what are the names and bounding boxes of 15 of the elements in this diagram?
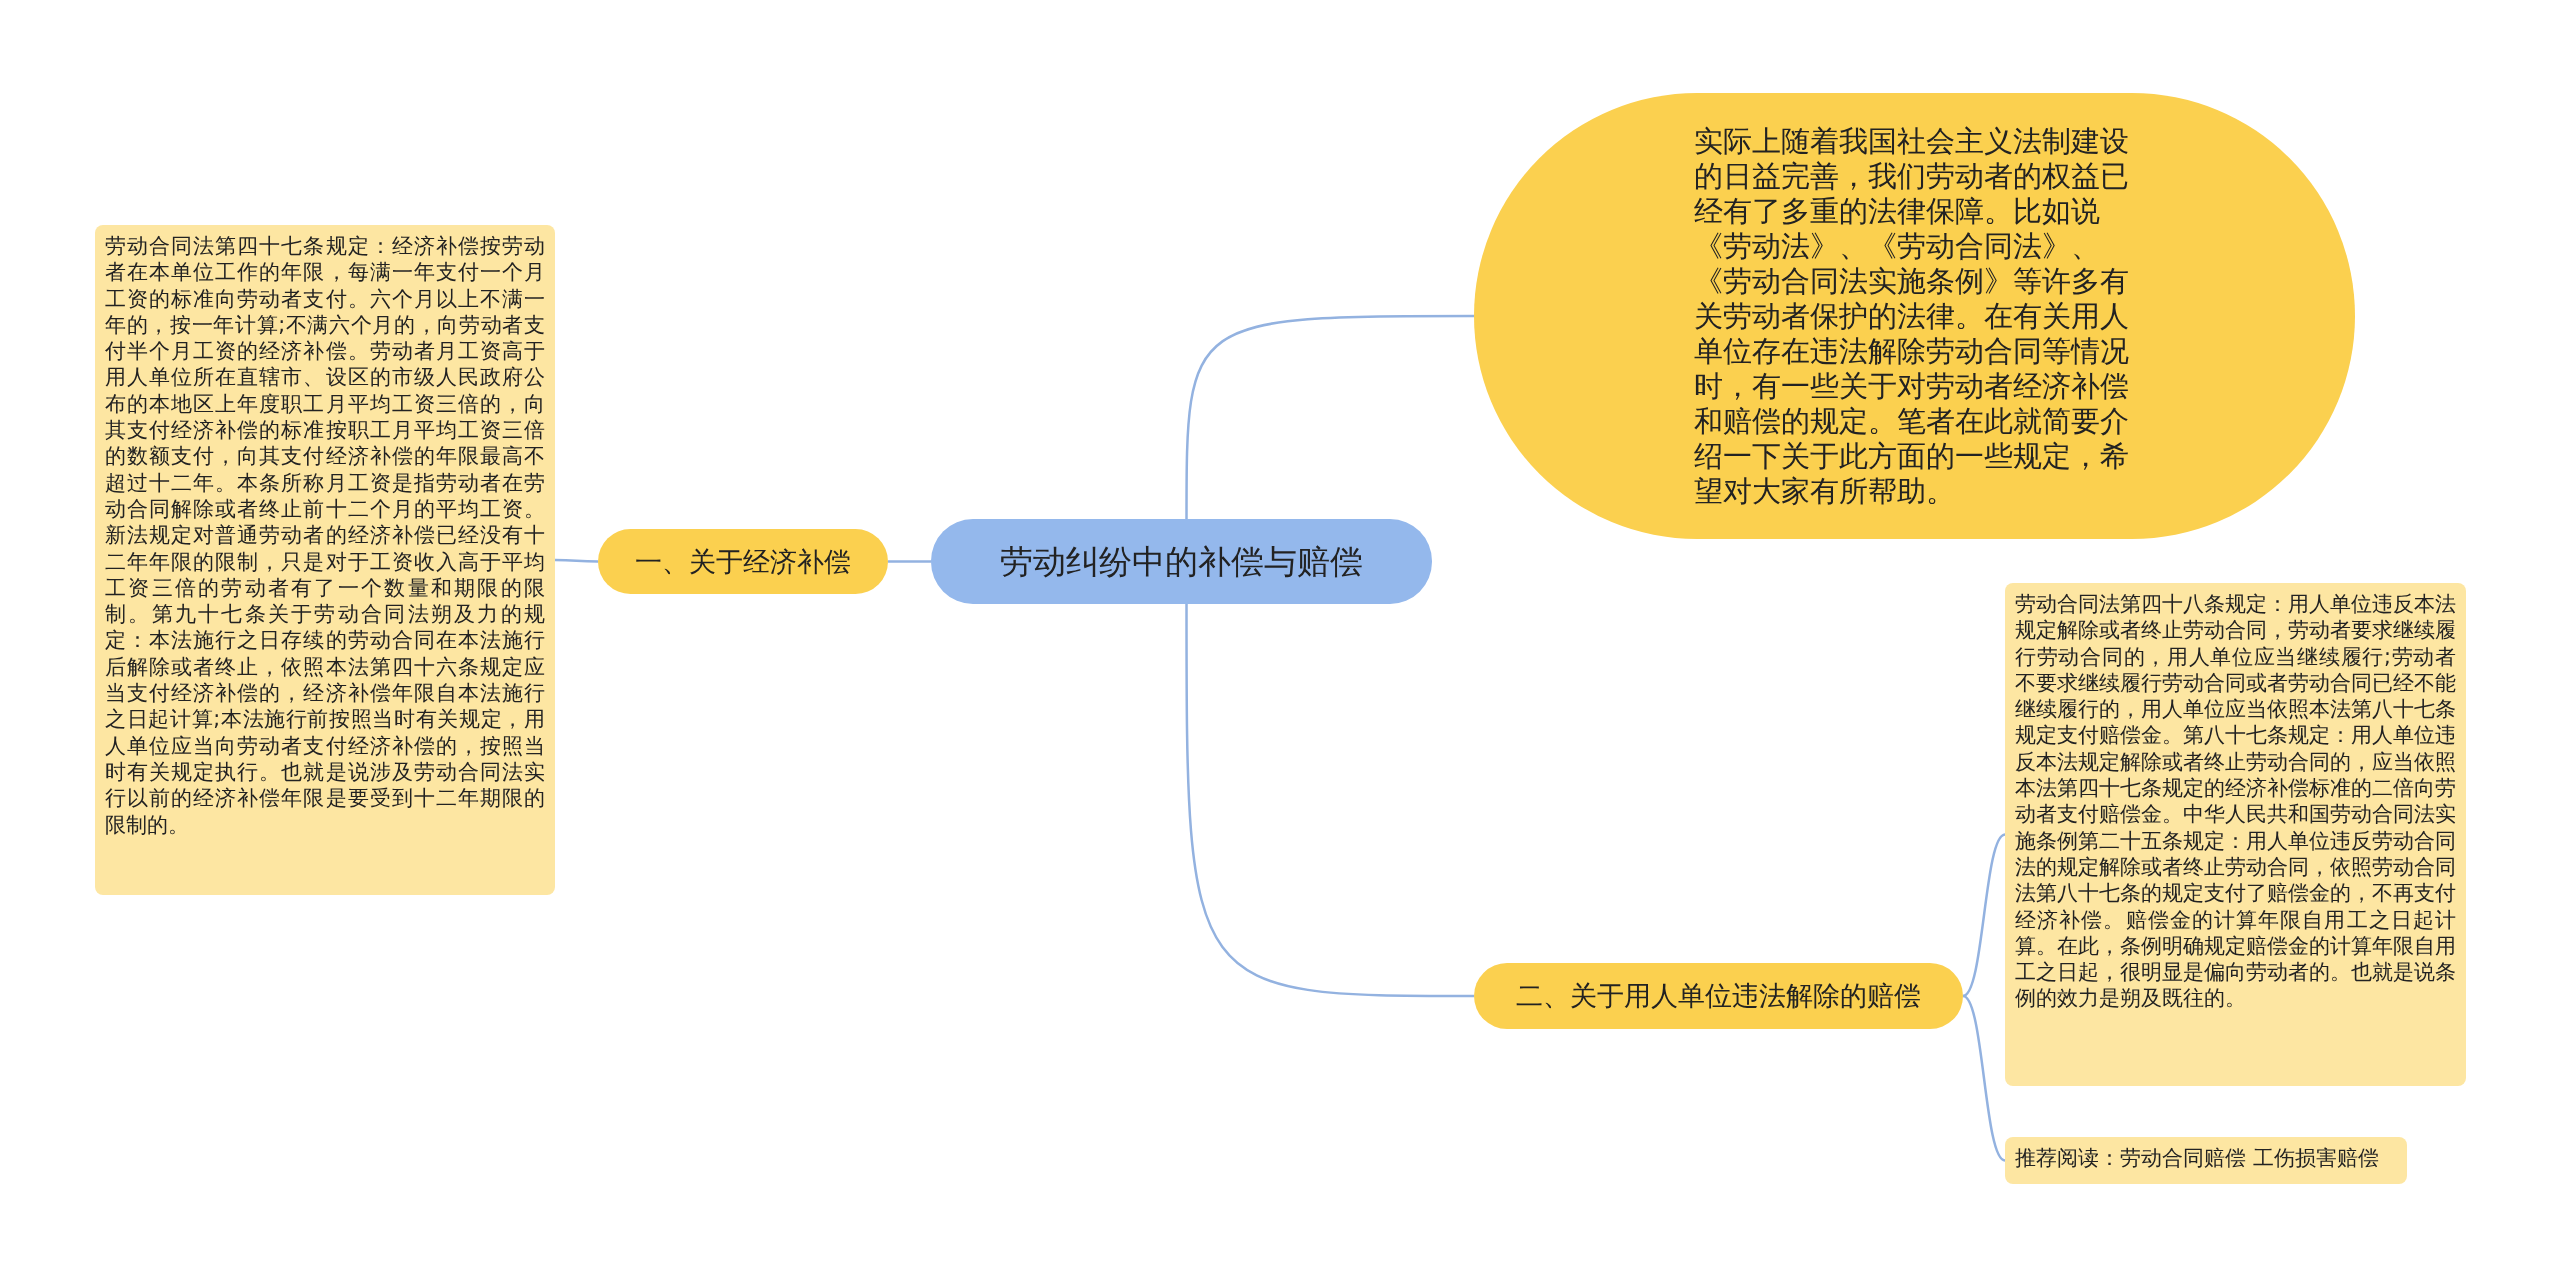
connector-line — [1185, 604, 1474, 998]
connector-line — [888, 560, 931, 563]
node-text: 实际上随着我国社会主义法制建设的日益完善，我们劳动者的权益已经有了多重的法律保障。比如说《劳动法》、《劳动合同法》、《劳动合同法实施条例》等许多有关劳动者保护的法律。在有关用人单位存在违法解除劳动合同等情况时，有一些关于对劳动者经济补偿和赔偿的规定。笔者在此就简要介绍一下关于此方面的一些规定，希望对大家有所帮助。 — [1694, 123, 2130, 509]
node-text: 一、关于经济补偿 — [635, 544, 851, 579]
connector-line — [555, 558, 598, 563]
note-box — [2005, 1137, 2407, 1184]
note-box — [2005, 583, 2466, 1086]
connector-line — [1962, 994, 2006, 1162]
node-text: 劳动纠纷中的补偿与赔偿 — [1000, 541, 1363, 582]
connector-line — [1962, 833, 2006, 998]
node-text: 劳动合同法第四十八条规定：用人单位违反本法规定解除或者终止劳动合同，劳动者要求继续履行劳动合同的，用人单位应当继续履行;劳动者不要求继续履行劳动合同或者劳动合同已经不能继续履行的，用人单位应当依照本法第八十七条规定支付赔偿金。第八十七条规定：用人单位违反本法规定解除或者终止劳动合同的，应当依照本法第四十七条规定的经济补偿标准的二倍向劳动者支付赔偿金。中华人民共和国劳动合同法实施条例第二十五条规定：用人单位违反劳动合同法的规定解除或者终止劳动合同，依照劳动合同法第八十七条的规定支付了赔偿金的，不再支付经济补偿。赔偿金的计算年限自用工之日起计算。在此，条例明确规定赔偿金的计算年限自用工之日起，很明显是偏向劳动者的。也就是说条例的效力是朔及既往的。 — [2015, 591, 2456, 1012]
node-text: 劳动合同法第四十七条规定：经济补偿按劳动者在本单位工作的年限，每满一年支付一个月工资的标准向劳动者支付。六个月以上不满一年的，按一年计算;不满六个月的，向劳动者支付半个月工资的经济补偿。劳动者月工资高于用人单位所在直辖市、设区的市级人民政府公布的本地区上年度职工月平均工资三倍的，向其支付经济补偿的标准按职工月平均工资三倍的数额支付，向其支付经济补偿的年限最高不超过十二年。本条所称月工资是指劳动者在劳动合同解除或者终止前十二个月的平均工资。新法规定对普通劳动者的经济补偿已经没有十二年年限的限制，只是对于工资收入高于平均工资三倍的劳动者有了一个数量和期限的限制。第九十七条关于劳动合同法朔及力的规定：本法施行之日存续的劳动合同在本法施行后解除或者终止，依照本法第四十六条规定应当支付经济补偿的，经济补偿年限自本法施行之日起计算;本法施行前按照当时有关规定，用人单位应当向劳动者支付经济补偿的，按照当时有关规定执行。也就是说涉及劳动合同法实行以前的经济补偿年限是要受到十二年期限的限制的。 — [105, 233, 545, 838]
node-text: 推荐阅读：劳动合同赔偿 工伤损害赔偿 — [2015, 1145, 2379, 1172]
connector-line — [1185, 314, 1474, 519]
node-text: 二、关于用人单位违法解除的赔偿 — [1516, 979, 1921, 1013]
